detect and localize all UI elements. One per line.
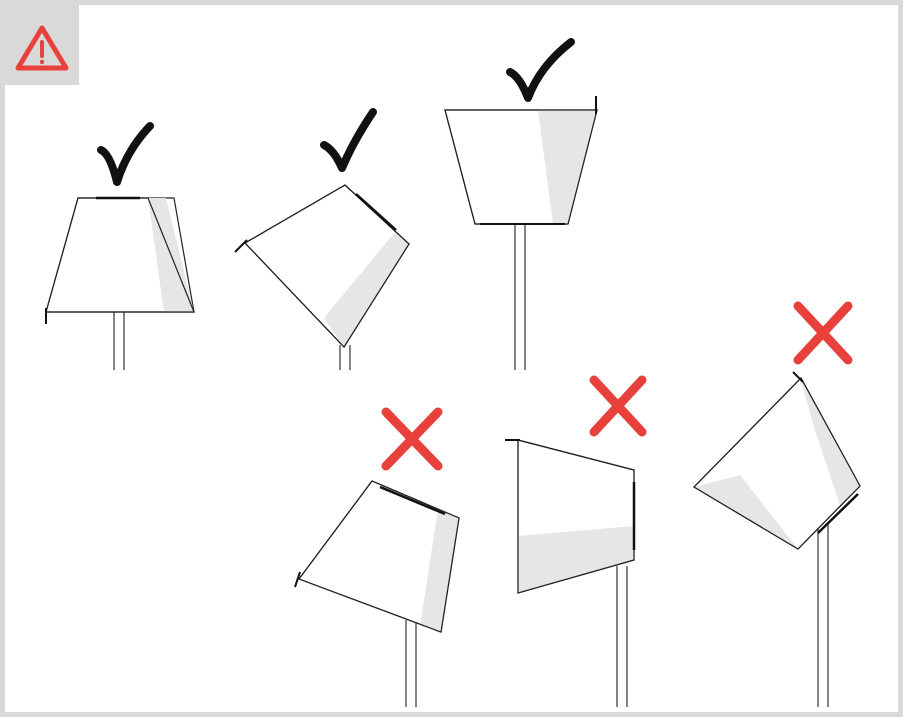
warning-triangle-icon	[15, 25, 69, 71]
checkmark-icon	[506, 38, 575, 102]
cross-icon	[793, 301, 853, 365]
lamp-upright	[45, 196, 195, 370]
cross-icon	[589, 375, 647, 437]
lamp-tilted-up	[693, 371, 861, 707]
checkmark-icon	[320, 108, 377, 172]
warning-badge	[5, 5, 79, 85]
lamp-inverted	[444, 96, 598, 370]
checkmark-icon	[97, 122, 154, 186]
lamp-sideways	[505, 439, 636, 707]
cross-icon	[381, 407, 443, 471]
lamp-tilted	[234, 184, 410, 370]
lamp-tilted-down	[294, 480, 460, 707]
